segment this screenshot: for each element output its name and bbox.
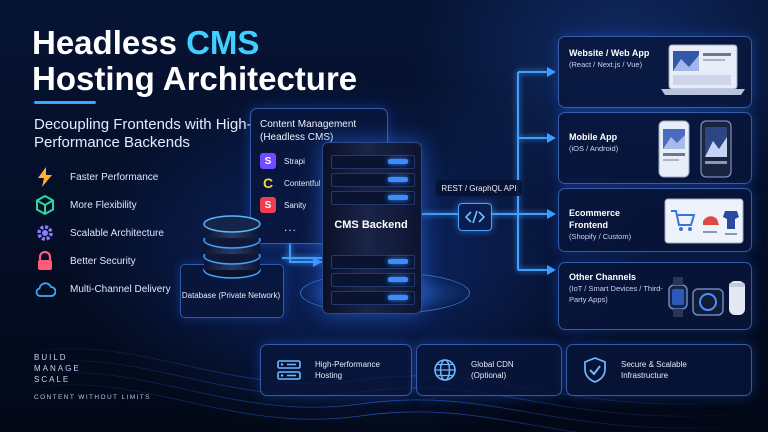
feature-label: Faster Performance (70, 171, 159, 183)
cloud-icon (34, 278, 56, 300)
server-slot (331, 273, 415, 287)
channel-title: Other Channels (569, 272, 637, 282)
page-title: Headless CMS (32, 24, 392, 61)
cms-to-server-line (289, 242, 322, 263)
cms-item-name: Contentful (284, 178, 321, 188)
title-underline (34, 101, 96, 104)
feature-label: Better Security (70, 255, 136, 267)
channel-ecommerce: Ecommerce Frontend (Shopify / Custom) (558, 188, 752, 252)
laptop-mockup-icon (661, 44, 745, 95)
arrow-server-in (313, 257, 322, 267)
channel-subtitle: (iOS / Android) (569, 144, 619, 153)
cms-item-strapi: S Strapi (260, 152, 305, 170)
shield-check-icon (581, 356, 609, 384)
channel-website: Website / Web App (React / Next.js / Vue… (558, 36, 752, 108)
cms-item-name: Sanity (284, 200, 307, 210)
code-icon (458, 203, 492, 231)
server-slot (331, 191, 415, 205)
channel-subtitle: (React / Next.js / Vue) (569, 60, 643, 69)
api-label: REST / GraphQL API (436, 180, 522, 196)
server-slot (331, 173, 415, 187)
feature-multi-channel-delivery: Multi-Channel Delivery (34, 278, 171, 300)
tagline-scale: SCALE (34, 375, 71, 384)
tagline: BUILD MANAGE SCALE (34, 352, 81, 385)
connector-lines (282, 71, 548, 271)
ecommerce-mockup-icon (664, 198, 744, 244)
cms-item-name: Strapi (284, 156, 305, 166)
server-slot (331, 291, 415, 305)
content-management-title: Content Management (Headless CMS) (260, 119, 357, 143)
feature-more-flexibility: More Flexibility (34, 194, 137, 216)
arrow-heads (313, 67, 556, 275)
gear-icon (34, 222, 56, 244)
tagline-footer: CONTENT WITHOUT LIMITS (34, 394, 151, 401)
channel-subtitle: (IoT / Smart Devices / Third-Party Apps) (569, 284, 663, 304)
feature-faster-performance: Faster Performance (34, 166, 158, 188)
arrow-website (547, 67, 556, 77)
page-subtitle: Decoupling Frontends with High-Performan… (34, 116, 252, 151)
channel-mobile: Mobile App (iOS / Android) (558, 112, 752, 184)
feature-label: Multi-Channel Delivery (70, 283, 171, 295)
cms-more-ellipsis: ... (284, 220, 298, 234)
cms-item-contentful: C Contentful (260, 174, 321, 192)
server-slot (331, 255, 415, 269)
cms-item-sanity: S Sanity (260, 196, 306, 214)
feature-label: Scalable Architecture (70, 227, 164, 239)
bottom-cdn: Global CDN (Optional) (416, 344, 562, 396)
bottom-security: Secure & Scalable Infrastructure (566, 344, 752, 396)
cms-backend-server (322, 142, 422, 314)
server-label: CMS Backend (334, 219, 408, 231)
cube-icon (34, 194, 56, 216)
feature-scalable-architecture: Scalable Architecture (34, 222, 164, 244)
server-slot (331, 155, 415, 169)
bottom-label: Secure & Scalable Infrastructure (621, 360, 687, 380)
channel-title: Mobile App (569, 132, 618, 142)
channel-title: Website / Web App (569, 48, 650, 58)
page-title-line2: Hosting Architecture (32, 60, 358, 97)
server-icon (275, 356, 303, 384)
channel-other: Other Channels (IoT / Smart Devices / Th… (558, 262, 752, 330)
arrow-other (547, 265, 556, 275)
arrow-ecommerce (547, 209, 556, 219)
iot-devices-mockup-icon (668, 277, 745, 317)
globe-icon (431, 356, 459, 384)
channel-subtitle: (Shopify / Custom) (569, 232, 632, 241)
arrow-mobile (547, 133, 556, 143)
sanity-logo-icon: S (260, 197, 276, 213)
database-icon (203, 215, 261, 279)
tagline-build: BUILD (34, 353, 68, 362)
database-label: Database (Private Network) (181, 291, 281, 300)
phones-mockup-icon (658, 120, 732, 178)
feature-better-security: Better Security (34, 250, 136, 272)
lightning-icon (34, 166, 56, 188)
bottom-label: High-Performance Hosting (315, 360, 380, 380)
feature-label: More Flexibility (70, 199, 137, 211)
title-highlight: CMS (186, 24, 260, 61)
channel-title: Ecommerce Frontend (569, 208, 621, 230)
bottom-hosting: High-Performance Hosting (260, 344, 412, 396)
title-line1-prefix: Headless (32, 24, 187, 61)
bottom-label: Global CDN (Optional) (471, 360, 514, 380)
contentful-logo-icon: C (262, 175, 274, 191)
strapi-logo-icon: S (260, 153, 276, 169)
lock-icon (34, 250, 56, 272)
tagline-manage: MANAGE (34, 364, 81, 373)
